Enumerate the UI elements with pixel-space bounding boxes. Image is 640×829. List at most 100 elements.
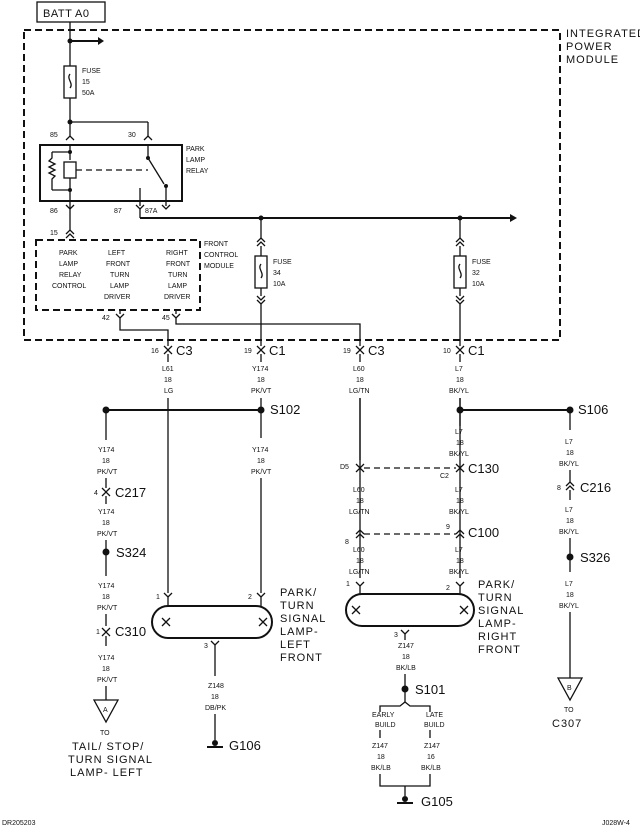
fuse15-l2: 15 (82, 79, 90, 86)
fuse15-l1: FUSE (82, 68, 101, 75)
svg-text:16: 16 (427, 754, 435, 761)
fcm-left-driver-text: LEFT FRONT TURN LAMP DRIVER (104, 250, 131, 301)
ref-b-dest: C307 (552, 718, 582, 730)
svg-text:FRONT: FRONT (478, 644, 521, 656)
svg-text:Z147: Z147 (372, 743, 388, 750)
svg-text:18: 18 (164, 377, 172, 384)
svg-text:BK/YL: BK/YL (559, 529, 579, 536)
svg-text:18: 18 (566, 518, 574, 525)
svg-text:18: 18 (566, 592, 574, 599)
svg-text:10: 10 (443, 348, 451, 355)
svg-text:18: 18 (456, 377, 464, 384)
svg-text:18: 18 (356, 377, 364, 384)
wire-l7-a: L7 18 BK/YL (449, 366, 469, 395)
connector-c100: 8 9 C100 (345, 524, 499, 546)
svg-text:BK/YL: BK/YL (559, 461, 579, 468)
svg-text:PARK/: PARK/ (280, 587, 317, 599)
svg-text:18: 18 (402, 654, 410, 661)
svg-text:FRONT: FRONT (280, 652, 323, 664)
wire-l61: L61 18 LG (162, 366, 174, 395)
fuse32-l1: FUSE (472, 259, 491, 266)
svg-text:DRIVER: DRIVER (164, 294, 190, 301)
connector-c1-10: 10 C1 (443, 343, 485, 358)
wire-l60-b: L60 18 LG/TN (349, 487, 370, 516)
fcm-title2: CONTROL (204, 252, 238, 259)
svg-text:Y174: Y174 (98, 509, 114, 516)
svg-text:TURN: TURN (110, 272, 129, 279)
ref-a-line3: LAMP- LEFT (70, 767, 144, 779)
svg-text:L7: L7 (565, 439, 573, 446)
svg-text:TURN: TURN (280, 600, 315, 612)
fuse34-l2: 34 (273, 270, 281, 277)
relay-pin87a: 87A (145, 208, 158, 215)
svg-text:C130: C130 (468, 461, 499, 476)
svg-text:LG/TN: LG/TN (349, 569, 370, 576)
wire-y174-e: Y174 18 PK/VT (97, 655, 118, 684)
svg-text:C217: C217 (115, 485, 146, 500)
relay-l2: LAMP (186, 157, 205, 164)
svg-text:2: 2 (248, 594, 252, 601)
relay-pin30: 30 (128, 132, 136, 139)
svg-text:LG/TN: LG/TN (349, 509, 370, 516)
svg-text:DB/PK: DB/PK (205, 705, 226, 712)
park-lamp-relay (39, 144, 183, 202)
ground-g106: G106 (207, 738, 261, 753)
svg-text:L7: L7 (455, 429, 463, 436)
batt-box (36, 1, 106, 23)
svg-text:Y174: Y174 (98, 655, 114, 662)
ipm-line1: INTEGRATED (566, 28, 640, 40)
svg-text:18: 18 (102, 666, 110, 673)
wire-l7-e: L7 18 BK/YL (559, 439, 579, 468)
svg-text:L7: L7 (455, 487, 463, 494)
svg-text:PK/VT: PK/VT (97, 469, 118, 476)
wire-z147-a: Z147 18 BK/LB (396, 643, 416, 672)
svg-text:Z147: Z147 (424, 743, 440, 750)
ref-b-triangle (556, 677, 584, 702)
ref-a-line2: TURN SIGNAL (68, 754, 153, 766)
svg-text:Y174: Y174 (98, 447, 114, 454)
svg-text:DRIVER: DRIVER (104, 294, 130, 301)
svg-text:LAMP: LAMP (59, 261, 78, 268)
svg-text:TURN: TURN (478, 592, 513, 604)
svg-text:8: 8 (345, 539, 349, 546)
wire-l7-f: L7 18 BK/YL (559, 507, 579, 536)
svg-text:C3: C3 (368, 343, 385, 358)
svg-text:LAMP: LAMP (110, 283, 129, 290)
svg-text:FRONT: FRONT (106, 261, 131, 268)
svg-text:Y174: Y174 (98, 583, 114, 590)
connector-c1-19: 19 C1 (244, 343, 286, 358)
svg-text:D5: D5 (340, 464, 349, 471)
svg-text:1: 1 (96, 629, 100, 636)
svg-text:18: 18 (102, 594, 110, 601)
relay-l1: PARK (186, 146, 205, 153)
svg-text:C3: C3 (176, 343, 193, 358)
svg-text:C1: C1 (269, 343, 286, 358)
wire-l7-d: L7 18 BK/YL (449, 547, 469, 576)
svg-text:Z148: Z148 (208, 683, 224, 690)
connector-c130: D5 C2 C130 (340, 461, 499, 480)
build-late2: BUILD (424, 722, 445, 729)
connector-c217: 4 C217 (94, 485, 146, 500)
wire-l7-g: L7 18 BK/YL (559, 581, 579, 610)
svg-text:SIGNAL: SIGNAL (280, 613, 326, 625)
svg-text:LAMP: LAMP (168, 283, 187, 290)
ref-a-letter: A (103, 707, 108, 714)
svg-text:PK/VT: PK/VT (97, 677, 118, 684)
wire-y174-f: Y174 18 PK/VT (251, 447, 272, 476)
svg-text:18: 18 (102, 458, 110, 465)
wire-z147-b: Z147 18 BK/LB (371, 743, 391, 772)
ref-b-letter: B (567, 685, 572, 692)
ref-a-line1: TAIL/ STOP/ (72, 741, 144, 753)
svg-text:2: 2 (446, 585, 450, 592)
svg-text:BK/LB: BK/LB (371, 765, 391, 772)
svg-text:L7: L7 (455, 366, 463, 373)
svg-text:C216: C216 (580, 480, 611, 495)
svg-text:C100: C100 (468, 525, 499, 540)
ref-a-triangle (92, 699, 120, 724)
svg-text:RELAY: RELAY (59, 272, 82, 279)
svg-text:Y174: Y174 (252, 366, 268, 373)
svg-text:Y174: Y174 (252, 447, 268, 454)
batt-label: BATT A0 (43, 8, 90, 20)
svg-text:3: 3 (204, 643, 208, 650)
svg-text:BK/YL: BK/YL (449, 451, 469, 458)
